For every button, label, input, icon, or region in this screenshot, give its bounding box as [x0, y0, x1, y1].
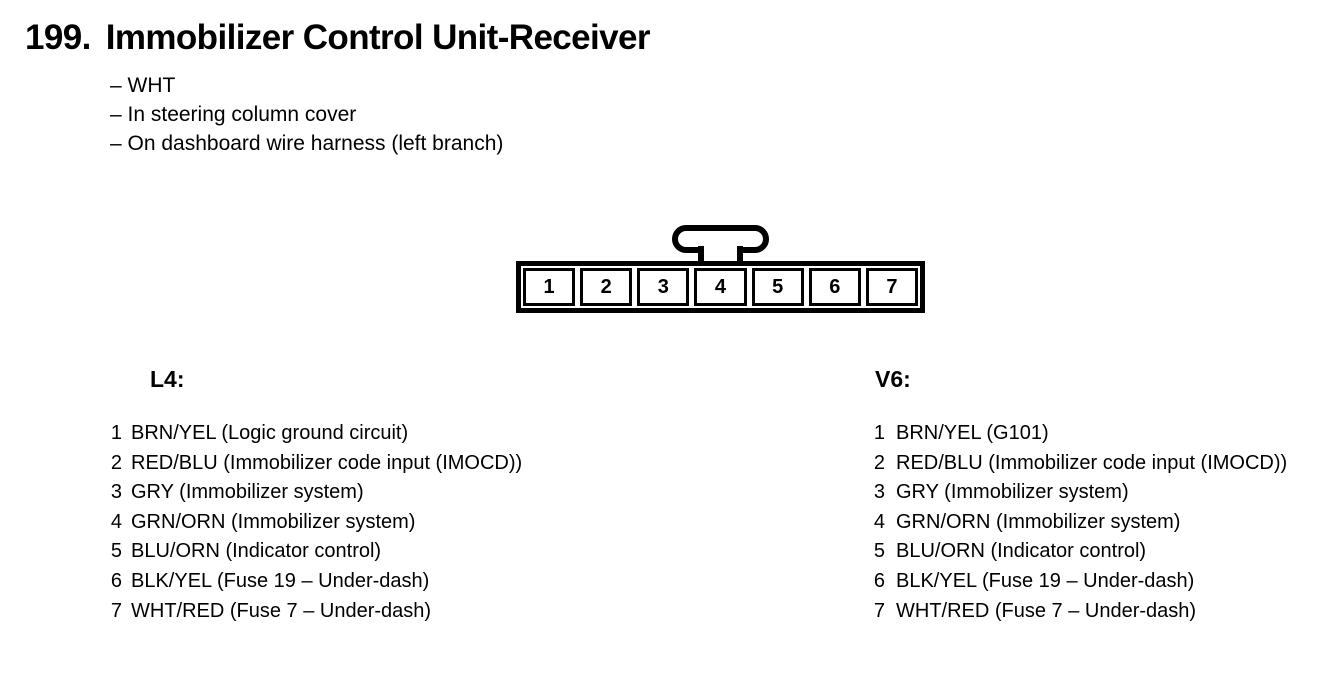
pin-number: 1 [110, 422, 122, 444]
pin-row: 2 RED/BLU (Immobilizer code input (IMOCD… [861, 449, 1287, 479]
pin-number: 2 [873, 451, 885, 474]
pin-row: 1 BRN/YEL (Logic ground circuit) [96, 419, 522, 449]
pin-description: BRN/YEL (Logic ground circuit) [131, 422, 409, 444]
page-title: 199. Immobilizer Control Unit-Receiver [25, 18, 651, 58]
connector-pin-5: 5 [751, 268, 804, 306]
pin-description: GRY (Immobilizer system) [131, 481, 364, 504]
pinout-heading-v6: V6: [875, 366, 911, 392]
pin-row: 3 GRY (Immobilizer system) [96, 478, 522, 508]
pin-description: WHT/RED (Fuse 7 – Under-dash) [131, 599, 432, 622]
pin-description: BLU/ORN (Indicator control) [896, 540, 1147, 563]
pin-row: 3 GRY (Immobilizer system) [861, 478, 1287, 508]
pin-number: 6 [110, 569, 122, 592]
pin-number: 5 [110, 540, 122, 563]
pin-description: BLU/ORN (Indicator control) [131, 540, 382, 563]
pin-row: 6 BLK/YEL (Fuse 19 – Under-dash) [96, 567, 522, 597]
pin-description: GRN/ORN (Immobilizer system) [896, 510, 1181, 533]
pin-description: GRN/ORN (Immobilizer system) [131, 510, 416, 533]
pinout-list-v6: 1 BRN/YEL (G101) 2 RED/BLU (Immobilizer … [861, 419, 1287, 626]
pin-row: 2 RED/BLU (Immobilizer code input (IMOCD… [96, 449, 522, 479]
pin-description: BLK/YEL (Fuse 19 – Under-dash) [131, 569, 430, 592]
pin-row: 1 BRN/YEL (G101) [861, 419, 1287, 449]
pinout-heading-l4: L4: [150, 366, 185, 392]
pin-row: 7 WHT/RED (Fuse 7 – Under-dash) [861, 597, 1287, 627]
note-line: – WHT [110, 74, 176, 97]
connector-body: 1 2 3 4 5 6 7 [516, 261, 925, 313]
pin-number: 3 [110, 481, 122, 504]
pin-description: WHT/RED (Fuse 7 – Under-dash) [896, 599, 1197, 622]
section-title: Immobilizer Control Unit-Receiver [105, 18, 651, 57]
pin-description: RED/BLU (Immobilizer code input (IMOCD)) [131, 451, 523, 474]
pin-row: 6 BLK/YEL (Fuse 19 – Under-dash) [861, 567, 1287, 597]
pin-number: 5 [873, 540, 885, 563]
note-line: – On dashboard wire harness (left branch… [110, 132, 504, 155]
connector-lock-tab-stem [698, 246, 743, 261]
pin-row: 5 BLU/ORN (Indicator control) [861, 537, 1287, 567]
pin-number: 7 [110, 599, 122, 622]
connector-pin-3: 3 [637, 268, 690, 306]
section-number: 199. [25, 18, 91, 57]
note-line: – In steering column cover [110, 103, 357, 126]
pin-description: BLK/YEL (Fuse 19 – Under-dash) [896, 569, 1195, 592]
pin-number: 6 [873, 569, 885, 592]
pin-row: 4 GRN/ORN (Immobilizer system) [96, 508, 522, 538]
connector-pin-7: 7 [865, 268, 918, 306]
pin-description: BRN/YEL (G101) [896, 422, 1049, 444]
connector-pin-1: 1 [523, 268, 576, 306]
pin-row: 5 BLU/ORN (Indicator control) [96, 537, 522, 567]
pin-row: 7 WHT/RED (Fuse 7 – Under-dash) [96, 597, 522, 627]
connector-diagram: 1 2 3 4 5 6 7 [516, 225, 925, 313]
pin-number: 7 [873, 599, 885, 622]
pin-description: RED/BLU (Immobilizer code input (IMOCD)) [896, 451, 1288, 474]
pin-number: 3 [873, 481, 885, 504]
connector-pin-4: 4 [694, 268, 747, 306]
pinout-list-l4: 1 BRN/YEL (Logic ground circuit) 2 RED/B… [96, 419, 522, 626]
connector-pin-6: 6 [808, 268, 861, 306]
location-notes: – WHT – In steering column cover – On da… [110, 71, 503, 158]
pin-number: 1 [873, 422, 885, 444]
connector-pin-2: 2 [580, 268, 633, 306]
pin-number: 4 [873, 510, 885, 533]
pin-number: 4 [110, 510, 122, 533]
pin-number: 2 [110, 451, 122, 474]
pin-row: 4 GRN/ORN (Immobilizer system) [861, 508, 1287, 538]
pin-description: GRY (Immobilizer system) [896, 481, 1129, 504]
